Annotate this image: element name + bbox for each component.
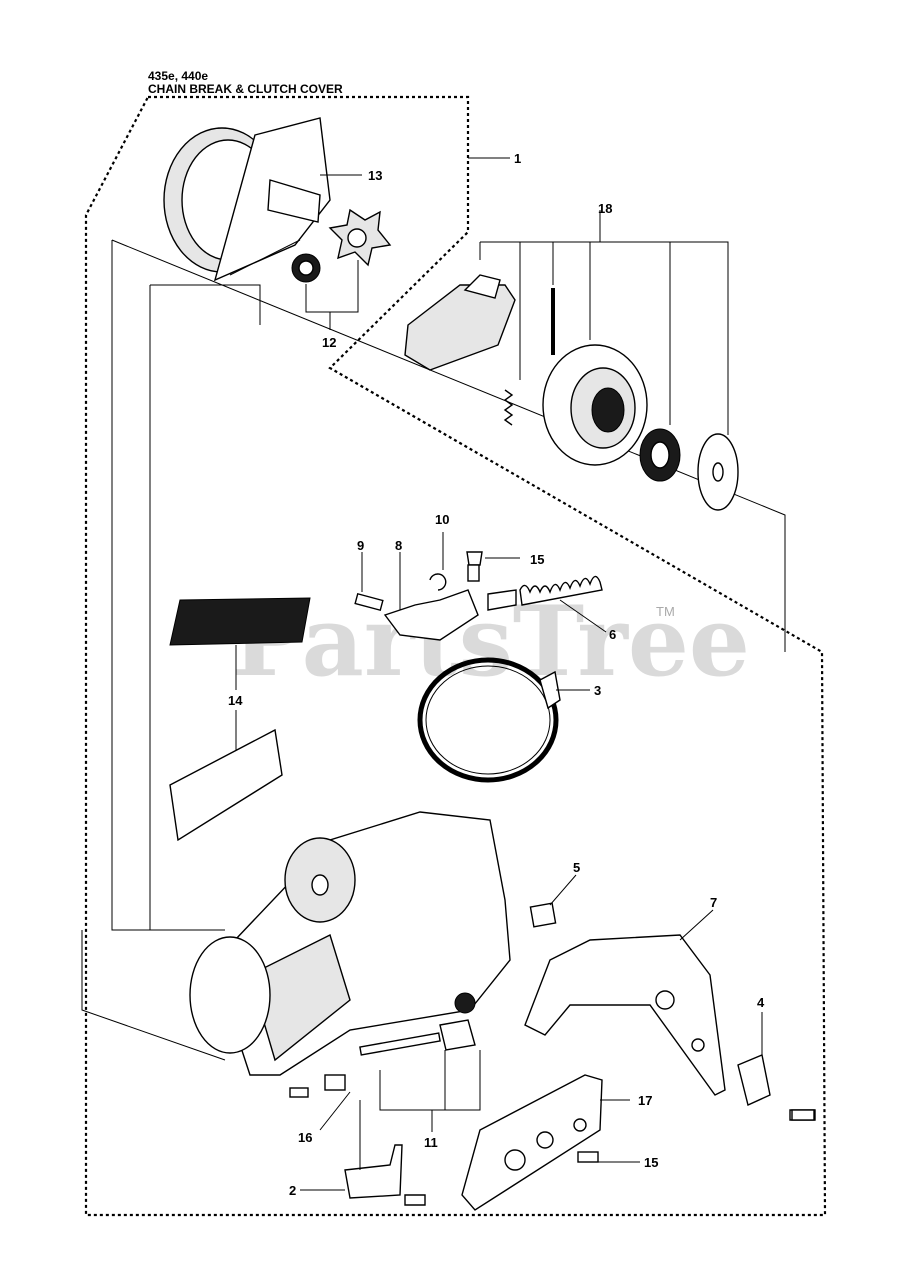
callout-6: 6 [609, 627, 616, 642]
callout-9: 9 [357, 538, 364, 553]
callout-5: 5 [573, 860, 580, 875]
callout-15-upper: 15 [530, 552, 544, 567]
callout-leaders [235, 157, 763, 1191]
callout-1: 1 [514, 151, 521, 166]
part-14-labels [169, 597, 311, 842]
callout-10: 10 [435, 512, 449, 527]
callout-17: 17 [638, 1093, 652, 1108]
part-18-brake-cluster [404, 274, 739, 511]
part-17-guard-plate [461, 1074, 603, 1211]
watermark-trademark: TM [656, 604, 675, 619]
callout-13: 13 [368, 168, 382, 183]
part-7-side-plate [524, 934, 726, 1096]
exploded-view-frame [81, 239, 786, 1061]
part-clutch-cover-body [189, 811, 511, 1076]
part-3-brake-band [417, 657, 561, 783]
callout-8: 8 [395, 538, 402, 553]
callout-3: 3 [594, 683, 601, 698]
callout-7: 7 [710, 895, 717, 910]
callout-16: 16 [298, 1130, 312, 1145]
part-15-screws [289, 1087, 815, 1121]
diagram-section-title: CHAIN BREAK & CLUTCH COVER [148, 82, 343, 96]
callout-2: 2 [289, 1183, 296, 1198]
part-11-pins-gear [359, 992, 476, 1056]
part-5-sleeve [529, 902, 557, 928]
callout-14: 14 [228, 693, 243, 708]
callout-11: 11 [424, 1135, 438, 1150]
part-6-spring [519, 575, 603, 606]
callout-18: 18 [598, 201, 612, 216]
part-16-bushing [324, 1074, 346, 1091]
part-8-9-10-brake-linkage [354, 551, 517, 641]
part-2-lever [344, 1144, 426, 1206]
diagram-model-title: 435e, 440e [148, 69, 209, 83]
callout-15-lower: 15 [644, 1155, 658, 1170]
part-12-knob-gear [291, 208, 392, 283]
callout-4: 4 [757, 995, 765, 1010]
part-13-clutch-drum [163, 117, 331, 282]
callout-12: 12 [322, 335, 336, 350]
